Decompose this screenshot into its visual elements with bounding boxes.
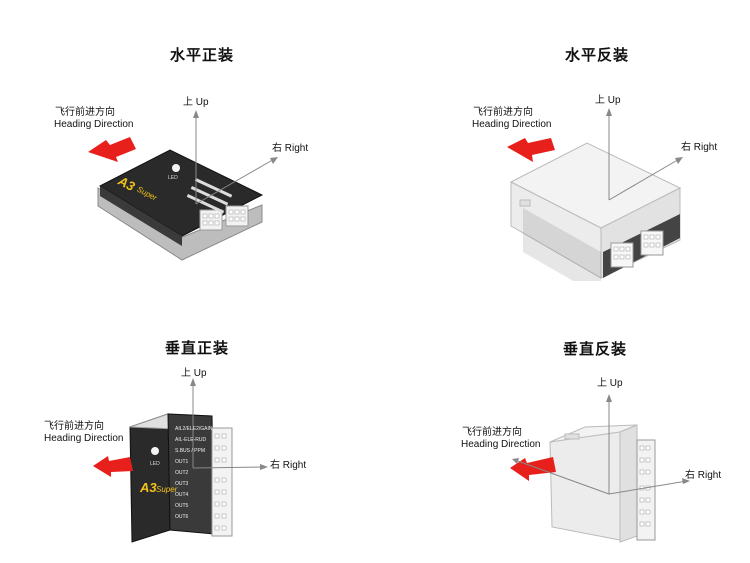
led-dot bbox=[151, 447, 159, 455]
device-side bbox=[619, 424, 638, 543]
panel-horizontal-upright: 水平正装 A3 Super LED bbox=[0, 0, 375, 281]
up-label: 上 Up bbox=[183, 97, 209, 108]
heading-en: Heading Direction bbox=[461, 439, 541, 450]
heading-en: Heading Direction bbox=[54, 119, 134, 130]
device-front bbox=[129, 413, 171, 543]
led-label: LED bbox=[168, 175, 178, 181]
port-labels: AIL2/ELE2/GAIN AIL-ELE-RUD S.BUS / PPM O… bbox=[175, 424, 213, 523]
port-label: AIL-ELE-RUD bbox=[175, 437, 207, 443]
led-dot bbox=[172, 164, 180, 172]
panel-vertical-upright: 垂直正装 A3 Super LED AIL2/ELE2/GAIN bbox=[0, 282, 375, 563]
right-axis bbox=[608, 157, 682, 201]
port-label: OUT1 bbox=[175, 459, 189, 465]
heading-arrow bbox=[88, 137, 136, 162]
port-label: OUT4 bbox=[175, 492, 189, 498]
heading-arrow bbox=[510, 457, 556, 481]
port-label: OUT3 bbox=[175, 481, 189, 487]
up-label: 上 Up bbox=[597, 378, 623, 389]
port-label: AIL2/ELE2/GAIN bbox=[175, 426, 213, 432]
device-illustration bbox=[93, 378, 268, 543]
device-brand: A3 bbox=[140, 480, 157, 495]
up-label: 上 Up bbox=[181, 368, 207, 379]
led-label: LED bbox=[150, 461, 160, 467]
port-label: OUT5 bbox=[175, 503, 189, 509]
right-axis bbox=[192, 466, 266, 469]
device-illustration bbox=[88, 110, 278, 261]
heading-en: Heading Direction bbox=[44, 433, 124, 444]
heading-en: Heading Direction bbox=[472, 119, 552, 130]
right-label: 右 Right bbox=[270, 460, 307, 471]
panel-title: 水平反装 bbox=[565, 46, 630, 64]
panel-title: 垂直正装 bbox=[165, 339, 230, 357]
device-illustration bbox=[510, 394, 690, 543]
panel-title: 水平正装 bbox=[170, 46, 235, 64]
right-axis bbox=[195, 157, 277, 205]
right-label: 右 Right bbox=[685, 470, 722, 481]
heading-cn: 飞行前进方向 bbox=[473, 107, 533, 118]
device-model: Super bbox=[156, 485, 178, 494]
port-label: OUT6 bbox=[175, 514, 189, 520]
heading-cn: 飞行前进方向 bbox=[462, 427, 522, 438]
panel-title: 垂直反装 bbox=[563, 340, 628, 358]
up-label: 上 Up bbox=[595, 95, 621, 106]
heading-arrow bbox=[93, 456, 133, 477]
panel-horizontal-inverted: 水平反装 上 Up 右 Right 飞行前进方向 Heading Directi… bbox=[375, 0, 750, 281]
heading-cn: 飞行前进方向 bbox=[55, 107, 115, 118]
panel-vertical-inverted: 垂直反装 上 Up 右 Right 飞行前进方向 Heading Di bbox=[375, 282, 750, 563]
port-label: S.BUS / PPM bbox=[175, 448, 206, 454]
heading-arrow bbox=[507, 138, 555, 162]
port-label: OUT2 bbox=[175, 470, 189, 476]
right-axis bbox=[608, 480, 688, 495]
device-illustration bbox=[507, 108, 683, 281]
right-label: 右 Right bbox=[681, 142, 718, 153]
heading-cn: 飞行前进方向 bbox=[44, 421, 104, 432]
right-label: 右 Right bbox=[272, 143, 309, 154]
